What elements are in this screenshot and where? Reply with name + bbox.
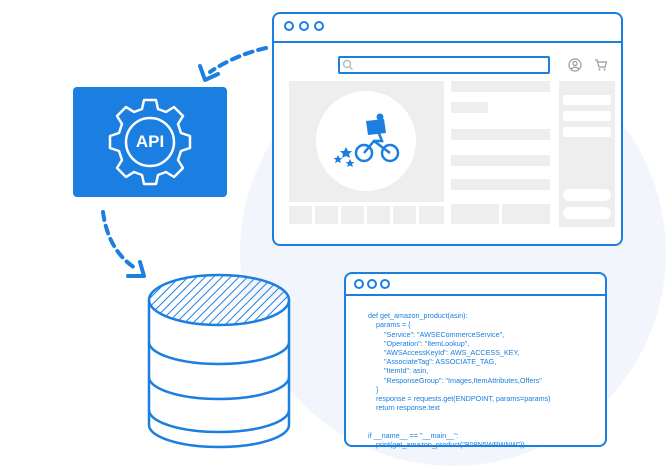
text-placeholder — [451, 179, 550, 190]
thumbnail[interactable] — [393, 206, 416, 224]
thumbnail[interactable] — [341, 206, 364, 224]
api-box: API — [73, 87, 227, 197]
buy-box-line — [563, 95, 611, 105]
code-line: "ResponseGroup": "Images,ItemAttributes,… — [368, 375, 542, 385]
code-line: params = { — [368, 320, 411, 330]
code-line — [368, 412, 551, 421]
subtitle-placeholder — [451, 102, 488, 113]
thumbnail[interactable] — [367, 206, 390, 224]
code-line: } — [368, 384, 379, 394]
code-window: def get_amazon_product(asin): params = {… — [344, 272, 607, 449]
buy-now-button[interactable] — [563, 207, 611, 219]
add-to-cart-button[interactable] — [563, 189, 611, 201]
thumbnail[interactable] — [315, 206, 338, 224]
arrow-browser-to-api — [208, 46, 268, 74]
thumbnail[interactable] — [289, 206, 312, 224]
arrow-api-to-db — [101, 210, 137, 270]
code-line: "AssociateTag": ASSOCIATE_TAG, — [368, 357, 497, 367]
code-titlebar — [346, 274, 605, 296]
gear-icon — [108, 98, 192, 186]
text-placeholder — [451, 155, 550, 166]
title-placeholder — [451, 81, 550, 92]
product-image — [289, 81, 444, 202]
buy-box — [559, 81, 615, 227]
code-line — [368, 421, 551, 430]
code-line: if __name__ == "__main__": — [368, 430, 459, 440]
buy-box-line — [563, 111, 611, 121]
buy-box-line — [563, 127, 611, 137]
search-icon — [342, 59, 354, 71]
code-line: print(get_amazon_product("B08N5WRWNW")) — [368, 439, 525, 449]
code-line: response = requests.get(ENDPOINT, params… — [368, 393, 551, 403]
arrowhead-db — [126, 260, 146, 278]
window-dot-icon — [367, 279, 377, 289]
search-input[interactable] — [338, 56, 550, 74]
code-line: "Service": "AWSECommerceService", — [368, 329, 505, 339]
cart-icon[interactable] — [594, 58, 608, 72]
code-block: def get_amazon_product(asin): params = {… — [368, 302, 551, 467]
window-dot-icon — [354, 279, 364, 289]
api-label: API — [135, 132, 165, 151]
product-logo — [316, 91, 416, 191]
window-dot-icon — [299, 21, 309, 31]
browser-titlebar — [274, 14, 621, 43]
window-dot-icon — [284, 21, 294, 31]
database-icon — [147, 273, 291, 449]
text-placeholder — [451, 204, 499, 224]
code-line: def get_amazon_product(asin): — [368, 311, 468, 321]
window-dot-icon — [314, 21, 324, 31]
browser-window — [272, 12, 623, 246]
window-dot-icon — [380, 279, 390, 289]
text-placeholder — [451, 129, 550, 140]
thumbnail[interactable] — [419, 206, 444, 224]
user-icon[interactable] — [568, 58, 582, 72]
arrowhead-api — [198, 64, 220, 82]
text-placeholder — [502, 204, 550, 224]
courier-bike-icon — [333, 113, 400, 167]
code-line: "AWSAccessKeyId": AWS_ACCESS_KEY, — [368, 347, 520, 357]
code-line: "ItemId": asin, — [368, 366, 429, 376]
code-line: return response.text — [368, 403, 440, 413]
code-line: "Operation": "ItemLookup", — [368, 338, 470, 348]
